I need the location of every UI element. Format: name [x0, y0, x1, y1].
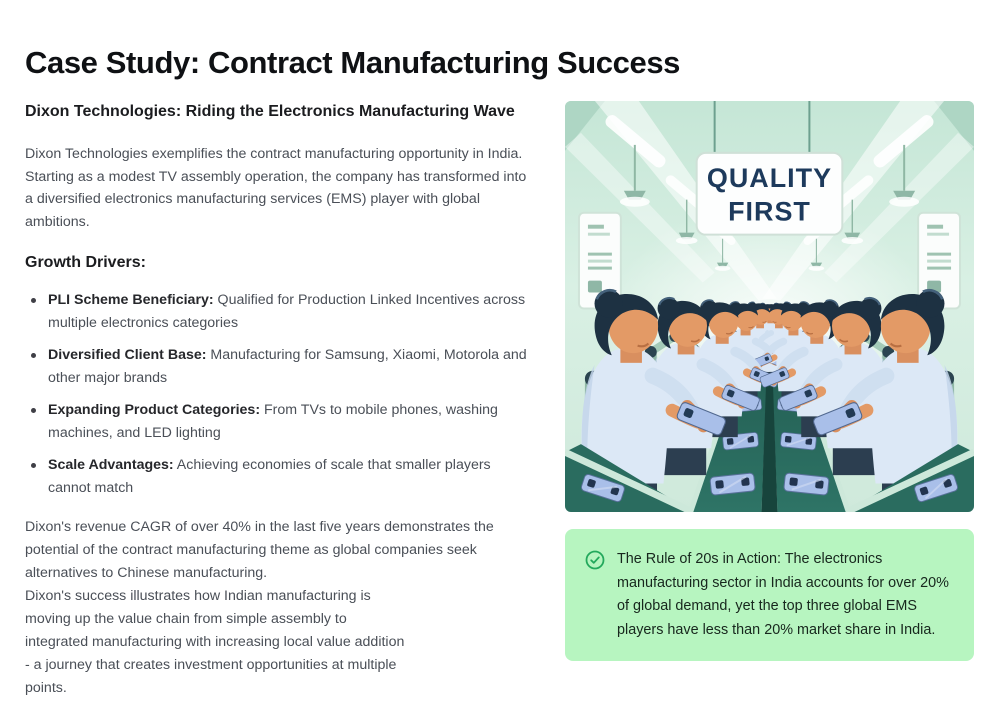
- foreground-belts: [565, 444, 974, 512]
- bullet-text: From TVs to mobile phones, washing machi…: [48, 402, 498, 441]
- sign-text-line2: FIRST: [728, 197, 811, 227]
- sign-text-line1: QUALITY: [707, 163, 832, 193]
- list-item: PLI Scheme Beneficiary: Qualified for Pr…: [25, 289, 532, 335]
- bullet-label: PLI Scheme Beneficiary:: [48, 292, 214, 308]
- conclusion-paragraph: Dixon's revenue CAGR of over 40% in the …: [25, 519, 494, 696]
- bullet-label: Expanding Product Categories:: [48, 402, 261, 418]
- page-title: Case Study: Contract Manufacturing Succe…: [25, 44, 681, 80]
- rule-of-20s-callout: The Rule of 20s in Action: The electroni…: [565, 529, 974, 661]
- growth-drivers-heading: Growth Drivers:: [25, 254, 146, 271]
- factory-scene: QUALITY FIRST: [565, 101, 974, 512]
- bullet-dot: [31, 353, 36, 358]
- factory-illustration: QUALITY FIRST: [565, 101, 974, 512]
- bullet-dot: [31, 298, 36, 303]
- article-heading: Dixon Technologies: Riding the Electroni…: [25, 103, 515, 120]
- callout-text: The Rule of 20s in Action: The electroni…: [617, 551, 949, 638]
- bullet-text: Achieving economies of scale that smalle…: [48, 457, 491, 496]
- bullet-dot: [31, 408, 36, 413]
- article-column: Dixon Technologies: Riding the Electroni…: [25, 100, 532, 700]
- quality-first-sign: QUALITY FIRST: [695, 101, 844, 236]
- bullet-label: Scale Advantages:: [48, 457, 174, 473]
- bullet-dot: [31, 463, 36, 468]
- bullet-label: Diversified Client Base:: [48, 347, 207, 363]
- list-item: Expanding Product Categories: From TVs t…: [25, 399, 532, 445]
- media-column: QUALITY FIRST: [565, 101, 974, 661]
- check-circle-icon: [585, 550, 605, 575]
- bullet-text: Qualified for Production Linked Incentiv…: [48, 292, 526, 331]
- bullet-text: Manufacturing for Samsung, Xiaomi, Motor…: [48, 347, 527, 386]
- intro-paragraph: Dixon Technologies exemplifies the contr…: [25, 146, 527, 230]
- growth-drivers-list: PLI Scheme Beneficiary: Qualified for Pr…: [25, 289, 532, 500]
- list-item: Scale Advantages: Achieving economies of…: [25, 454, 532, 500]
- list-item: Diversified Client Base: Manufacturing f…: [25, 344, 532, 390]
